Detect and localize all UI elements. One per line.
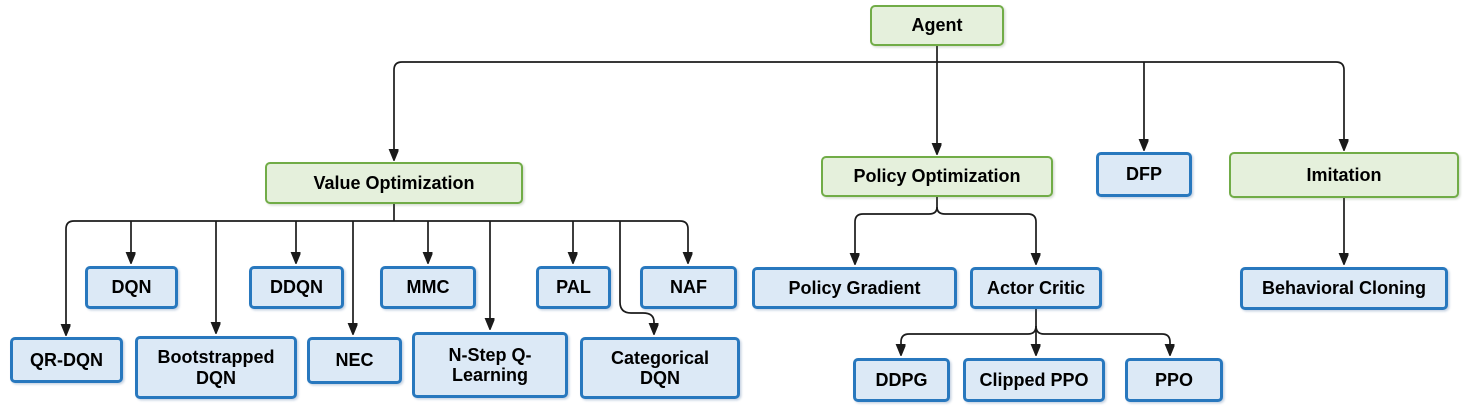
node-naf-label: NAF <box>670 277 707 298</box>
node-value-optimization: Value Optimization <box>265 162 523 204</box>
node-categorical-dqn: Categorical DQN <box>580 337 740 399</box>
node-categorical-dqn-label: Categorical DQN <box>610 347 710 388</box>
node-ddpg: DDPG <box>853 358 950 402</box>
node-n-step-q-learning: N-Step Q-Learning <box>412 332 568 398</box>
node-ppo: PPO <box>1125 358 1223 402</box>
node-actor-critic-label: Actor Critic <box>986 277 1085 298</box>
node-nec: NEC <box>307 337 402 384</box>
node-mmc: MMC <box>380 266 476 309</box>
node-dqn-label: DQN <box>111 277 152 298</box>
node-value-optimization-label: Value Optimization <box>313 172 475 193</box>
node-imitation-label: Imitation <box>1306 164 1382 185</box>
node-bootstrapped-dqn: Bootstrapped DQN <box>135 336 297 399</box>
edge-actor-critic-ddpg <box>901 325 1037 354</box>
node-n-step-q-learning-label: N-Step Q-Learning <box>448 344 532 385</box>
node-policy-gradient: Policy Gradient <box>752 267 957 309</box>
node-ppo-label: PPO <box>1154 369 1193 390</box>
node-naf: NAF <box>640 266 737 309</box>
node-bootstrapped-dqn-label: Bootstrapped DQN <box>157 347 275 388</box>
node-clipped-ppo-label: Clipped PPO <box>979 369 1089 390</box>
node-pal: PAL <box>536 266 611 309</box>
node-policy-optimization: Policy Optimization <box>821 156 1053 197</box>
node-behavioral-cloning-label: Behavioral Cloning <box>1261 278 1427 299</box>
edge-value-optimization-categorical-dqn <box>619 221 654 333</box>
edge-value-optimization-naf <box>679 220 688 262</box>
node-ddpg-label: DDPG <box>875 369 928 390</box>
node-ddqn-label: DDQN <box>270 277 323 298</box>
edge-policy-optimization-policy-gradient <box>855 206 938 263</box>
node-policy-optimization-label: Policy Optimization <box>853 166 1021 187</box>
node-pal-label: PAL <box>556 277 591 298</box>
node-dqn: DQN <box>85 266 178 309</box>
node-dfp: DFP <box>1096 152 1192 197</box>
node-agent-label: Agent <box>911 15 963 36</box>
node-dfp-label: DFP <box>1126 164 1162 185</box>
node-clipped-ppo: Clipped PPO <box>963 358 1105 402</box>
node-ddqn: DDQN <box>249 266 344 309</box>
node-actor-critic: Actor Critic <box>970 267 1102 309</box>
edge-value-optimization-qr-dqn <box>66 220 75 334</box>
edge-actor-critic-ppo <box>1035 325 1170 354</box>
edge-agent-imitation <box>1335 61 1344 149</box>
node-imitation: Imitation <box>1229 152 1459 198</box>
node-qr-dqn-label: QR-DQN <box>30 349 103 370</box>
node-behavioral-cloning: Behavioral Cloning <box>1240 267 1448 310</box>
edge-agent-value-optimization <box>394 61 403 159</box>
node-mmc-label: MMC <box>406 277 450 298</box>
node-qr-dqn: QR-DQN <box>10 337 123 383</box>
node-agent: Agent <box>870 5 1004 46</box>
edge-policy-optimization-actor-critic <box>936 206 1036 263</box>
node-nec-label: NEC <box>335 350 374 371</box>
node-policy-gradient-label: Policy Gradient <box>788 277 921 298</box>
